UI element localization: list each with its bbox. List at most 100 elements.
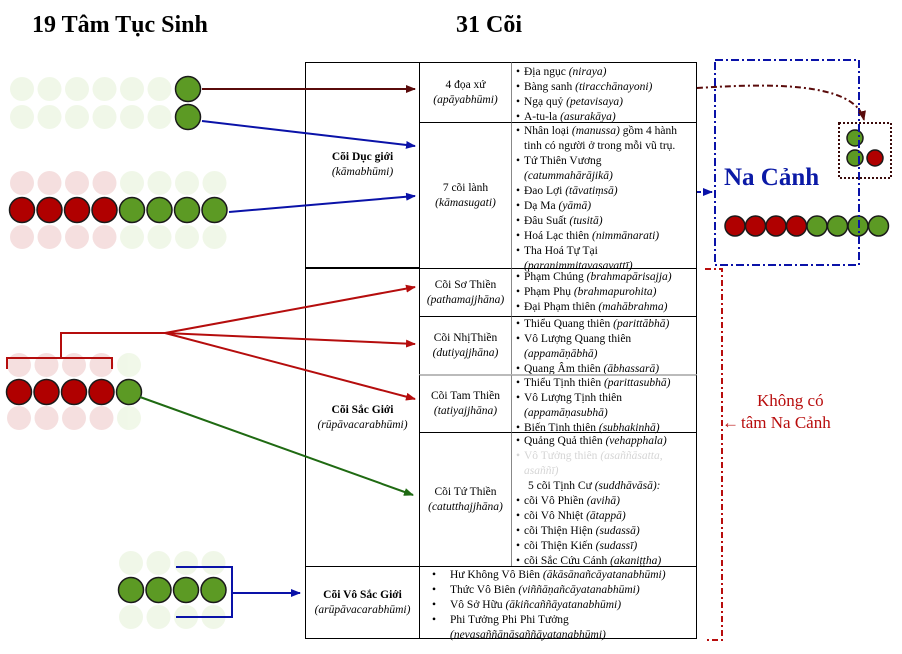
ghost-dot: [146, 551, 171, 575]
list-item: Ngạ quỷ (petavisaya): [516, 95, 692, 110]
kama-realm-pali: (kāmabhūmi): [331, 166, 394, 178]
kama-sugati-group-cell: 7 cõi lành (kāmasugati): [419, 122, 511, 268]
wholesome-mind-dot: [118, 196, 146, 224]
arupa-rebirth-dots: [117, 576, 227, 604]
ghost-dot: [62, 353, 86, 377]
ghost-dot: [120, 105, 144, 129]
list-item: Đao Lợi (tāvatiṃsā): [516, 184, 692, 199]
rupa-realm-name: Cõi Sắc Giới: [331, 403, 394, 416]
list-item-faded: Vô Tưởng thiên (asaññāsatta, asaññī): [516, 449, 692, 479]
first-jhana-arrow: [164, 284, 416, 334]
list-item: cõi Sắc Cứu Cánh (akaniṭṭha): [516, 554, 692, 569]
first-jhana-name: Cõi Sơ Thiền: [434, 278, 497, 291]
ghost-dots: [7, 77, 227, 629]
fourth-jhana-arrow: [139, 396, 414, 496]
na-canh-row-dots: [724, 215, 890, 237]
list-item: Đâu Suất (tusitā): [516, 214, 692, 229]
no-na-canh-label: Không có ←tâm Na Cảnh: [722, 390, 831, 434]
unwholesome-mind-dot: [744, 215, 767, 237]
ghost-dot: [65, 77, 89, 101]
ghost-dot: [89, 406, 114, 430]
na-canh-inset-dots: [846, 129, 884, 167]
third-jhana-pali: (tatiyajjhāna): [433, 405, 498, 417]
ghost-dot: [202, 171, 227, 195]
unwholesome-mind-dot: [63, 196, 91, 224]
kama-sugati-arrow: [228, 192, 416, 213]
list-item: Hoá Lạc thiên (nimmānarati): [516, 229, 692, 244]
list-item: Vô Lượng Tịnh thiên(appamāṇasubhā): [516, 391, 692, 421]
second-jhana-pali: (dutiyajjhāna): [432, 346, 499, 359]
rupa-realm-cell: Cõi Sắc Giới (rūpāvacarabhūmi): [305, 268, 419, 566]
ghost-dot: [34, 353, 59, 377]
unwholesome-mind-dot: [91, 196, 118, 224]
unwholesome-mind-dot: [36, 196, 63, 224]
wholesome-mind-dot: [145, 576, 172, 604]
wholesome-mind-dot: [174, 75, 202, 103]
ghost-dot: [119, 551, 143, 575]
left-title: 19 Tâm Tục Sinh: [32, 12, 208, 38]
arupa-list-cell: Hư Không Vô Biên (ākāsānañcāyatanabhūmi)…: [419, 566, 697, 641]
wholesome-mind-dot: [846, 149, 864, 167]
wholesome-mind-dot: [172, 576, 200, 604]
ghost-dot: [7, 353, 31, 377]
list-item: Phi Tưởng Phi Phi Tưởng(nevasaññānāsaññā…: [432, 613, 692, 643]
ghost-dot: [10, 171, 34, 195]
ghost-dot: [65, 225, 89, 249]
ghost-dot: [10, 225, 34, 249]
ghost-dot: [37, 77, 62, 101]
rupa-rebirth-dots: [5, 378, 143, 406]
no-na-canh-line1: Không có: [757, 391, 824, 410]
apaya-to-inset-arrow: [696, 84, 866, 121]
kama-sugati-group-pali: (kāmasugati): [435, 196, 496, 209]
ghost-dot: [119, 605, 143, 629]
ghost-dot: [117, 406, 141, 430]
human-arrow: [201, 120, 416, 149]
kama-realm-cell: Cõi Dục giới (kāmabhūmi): [305, 62, 419, 268]
ghost-dot: [34, 406, 59, 430]
second-jhana-list-cell: Thiểu Quang thiên (parittābhā) Vô Lượng …: [511, 316, 697, 377]
kama-sugati-rebirth-dots: [8, 196, 228, 224]
no-na-canh-bracket: [705, 268, 723, 641]
arupa-realm-pali: (arūpāvacarabhūmi): [314, 603, 411, 616]
ghost-dot: [120, 171, 144, 195]
list-item: Quang Âm thiên (ābhassarā): [516, 362, 692, 377]
apaya-rebirth-dots: [174, 75, 202, 103]
ghost-dot: [65, 171, 89, 195]
wholesome-mind-dot: [117, 576, 145, 604]
ghost-dot: [146, 605, 171, 629]
list-item: Quảng Quả thiên (vehapphala): [516, 434, 692, 449]
list-item: Vô Lượng Quang thiên(appamāṇābhā): [516, 332, 692, 362]
list-item: Biến Tịnh thiên (subhakiṇhā): [516, 421, 692, 436]
ghost-dot: [7, 406, 31, 430]
second-jhana-name: Cõi NhịThiền: [433, 331, 498, 344]
list-item: Thức Vô Biên (viññāṇañcāyatanabhūmi): [432, 583, 692, 598]
wholesome-mind-dot: [867, 215, 890, 237]
ghost-dot: [89, 353, 114, 377]
list-item: Bàng sanh (tiracchānayoni): [516, 80, 692, 95]
ghost-dot: [92, 105, 117, 129]
first-jhana-cell: Cõi Sơ Thiền (pathamajjhāna): [419, 268, 511, 316]
arupa-realm-name: Cõi Vô Sắc Giới: [323, 588, 402, 601]
third-jhana-arrow: [164, 332, 416, 401]
ghost-dot: [147, 171, 172, 195]
third-jhana-name: Cõi Tam Thiền: [430, 390, 501, 402]
unwholesome-mind-dot: [724, 215, 746, 237]
rupa-realm-pali: (rūpāvacarabhūmi): [317, 418, 408, 431]
list-item: A-tu-la (asurakāya): [516, 110, 692, 125]
ghost-dot: [37, 105, 62, 129]
third-jhana-list-cell: Thiểu Tịnh thiên (parittasubhā) Vô Lượng…: [511, 374, 697, 436]
kama-sugati-group-name: 7 cõi lành: [442, 181, 489, 194]
fourth-jhana-pali: (catutthajjhāna): [428, 500, 503, 513]
fourth-jhana-name: Cõi Tứ Thiền: [434, 485, 497, 498]
ghost-dot: [147, 225, 172, 249]
ghost-dot: [175, 171, 199, 195]
ghost-dot: [92, 77, 117, 101]
list-item: Địa ngục (niraya): [516, 65, 692, 80]
unwholesome-mind-dot: [33, 378, 60, 406]
na-canh-inset-box: [838, 122, 892, 179]
wholesome-mind-dot: [173, 196, 201, 224]
ghost-dot: [117, 353, 141, 377]
first-jhana-pali: (pathamajjhāna): [426, 293, 505, 306]
ghost-dot: [174, 551, 198, 575]
